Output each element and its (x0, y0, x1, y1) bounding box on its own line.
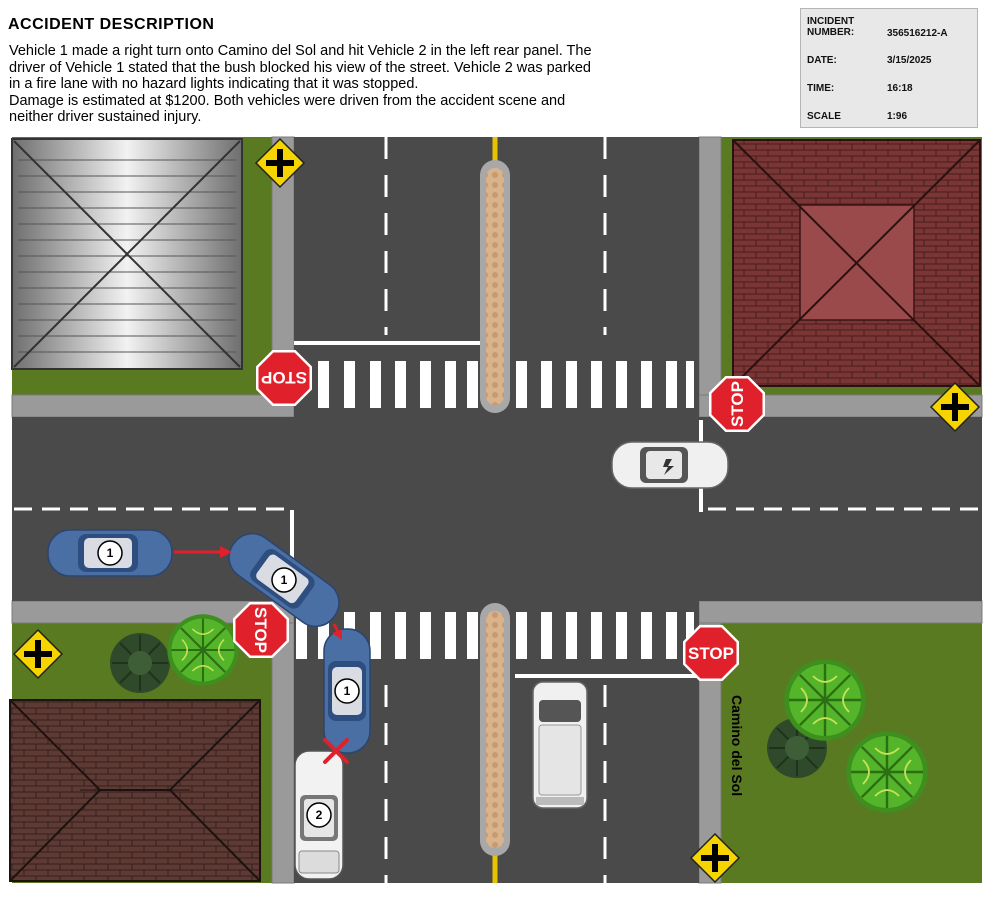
description-line: driver of Vehicle 1 stated that the bush… (9, 59, 591, 76)
crosswalk-north (318, 361, 694, 408)
description-line: Vehicle 1 made a right turn onto Camino … (9, 43, 592, 59)
description-line: neither driver sustained injury. (9, 109, 202, 125)
scale-label: SCALE (807, 111, 841, 122)
white-van-south (532, 681, 588, 809)
time-value: 16:18 (887, 83, 913, 94)
vehicle-2: 2 (294, 750, 344, 880)
page-title: ACCIDENT DESCRIPTION (8, 16, 215, 33)
stop-sign-icon: STOP (683, 625, 739, 681)
impact-x-icon (323, 738, 349, 764)
bush-icon (845, 730, 929, 814)
white-car-east (611, 441, 729, 489)
median-south (480, 603, 510, 856)
bush-icon (166, 613, 240, 687)
incident-info-box: INCIDENT NUMBER: 356516212-A DATE: 3/15/… (800, 8, 978, 128)
direction-arrow-icon (332, 623, 342, 640)
bush-icon (109, 632, 171, 694)
accident-description: Vehicle 1 made a right turn onto Camino … (9, 43, 669, 126)
median-north (480, 160, 510, 413)
vehicle-2-number: 2 (316, 808, 323, 822)
building-southwest (9, 699, 261, 882)
building-northeast (732, 139, 981, 387)
vehicle-1-turning: 1 (228, 532, 340, 628)
date-label: DATE: (807, 55, 837, 66)
svg-text:STOP: STOP (728, 381, 747, 427)
incident-number-value: 356516212-A (887, 28, 948, 39)
scale-value: 1:96 (887, 111, 908, 122)
svg-text:STOP: STOP (251, 607, 270, 653)
building-northwest (11, 138, 243, 370)
stop-sign-icon: STOP (709, 376, 765, 432)
vehicle-1-start: 1 (47, 529, 173, 577)
svg-text:STOP: STOP (688, 644, 734, 663)
vehicle-1-number: 1 (281, 573, 288, 587)
direction-arrow-icon (174, 546, 232, 558)
vehicle-1-impact: 1 (323, 628, 371, 754)
vehicle-1-number: 1 (107, 546, 114, 560)
bush-icon (783, 658, 867, 742)
time-label: TIME: (807, 83, 835, 94)
incident-number-label: INCIDENT NUMBER: (807, 16, 855, 38)
vehicle-1-number: 1 (344, 684, 351, 698)
stop-sign-icon: STOP (233, 602, 289, 658)
svg-text:STOP: STOP (261, 368, 307, 387)
date-value: 3/15/2025 (887, 55, 932, 66)
street-label: Camino del Sol (729, 695, 745, 796)
description-line: Damage is estimated at $1200. Both vehic… (9, 92, 566, 109)
stop-sign-icon: STOP (256, 350, 312, 406)
description-line: in a fire lane with no hazard lights ind… (9, 76, 419, 92)
